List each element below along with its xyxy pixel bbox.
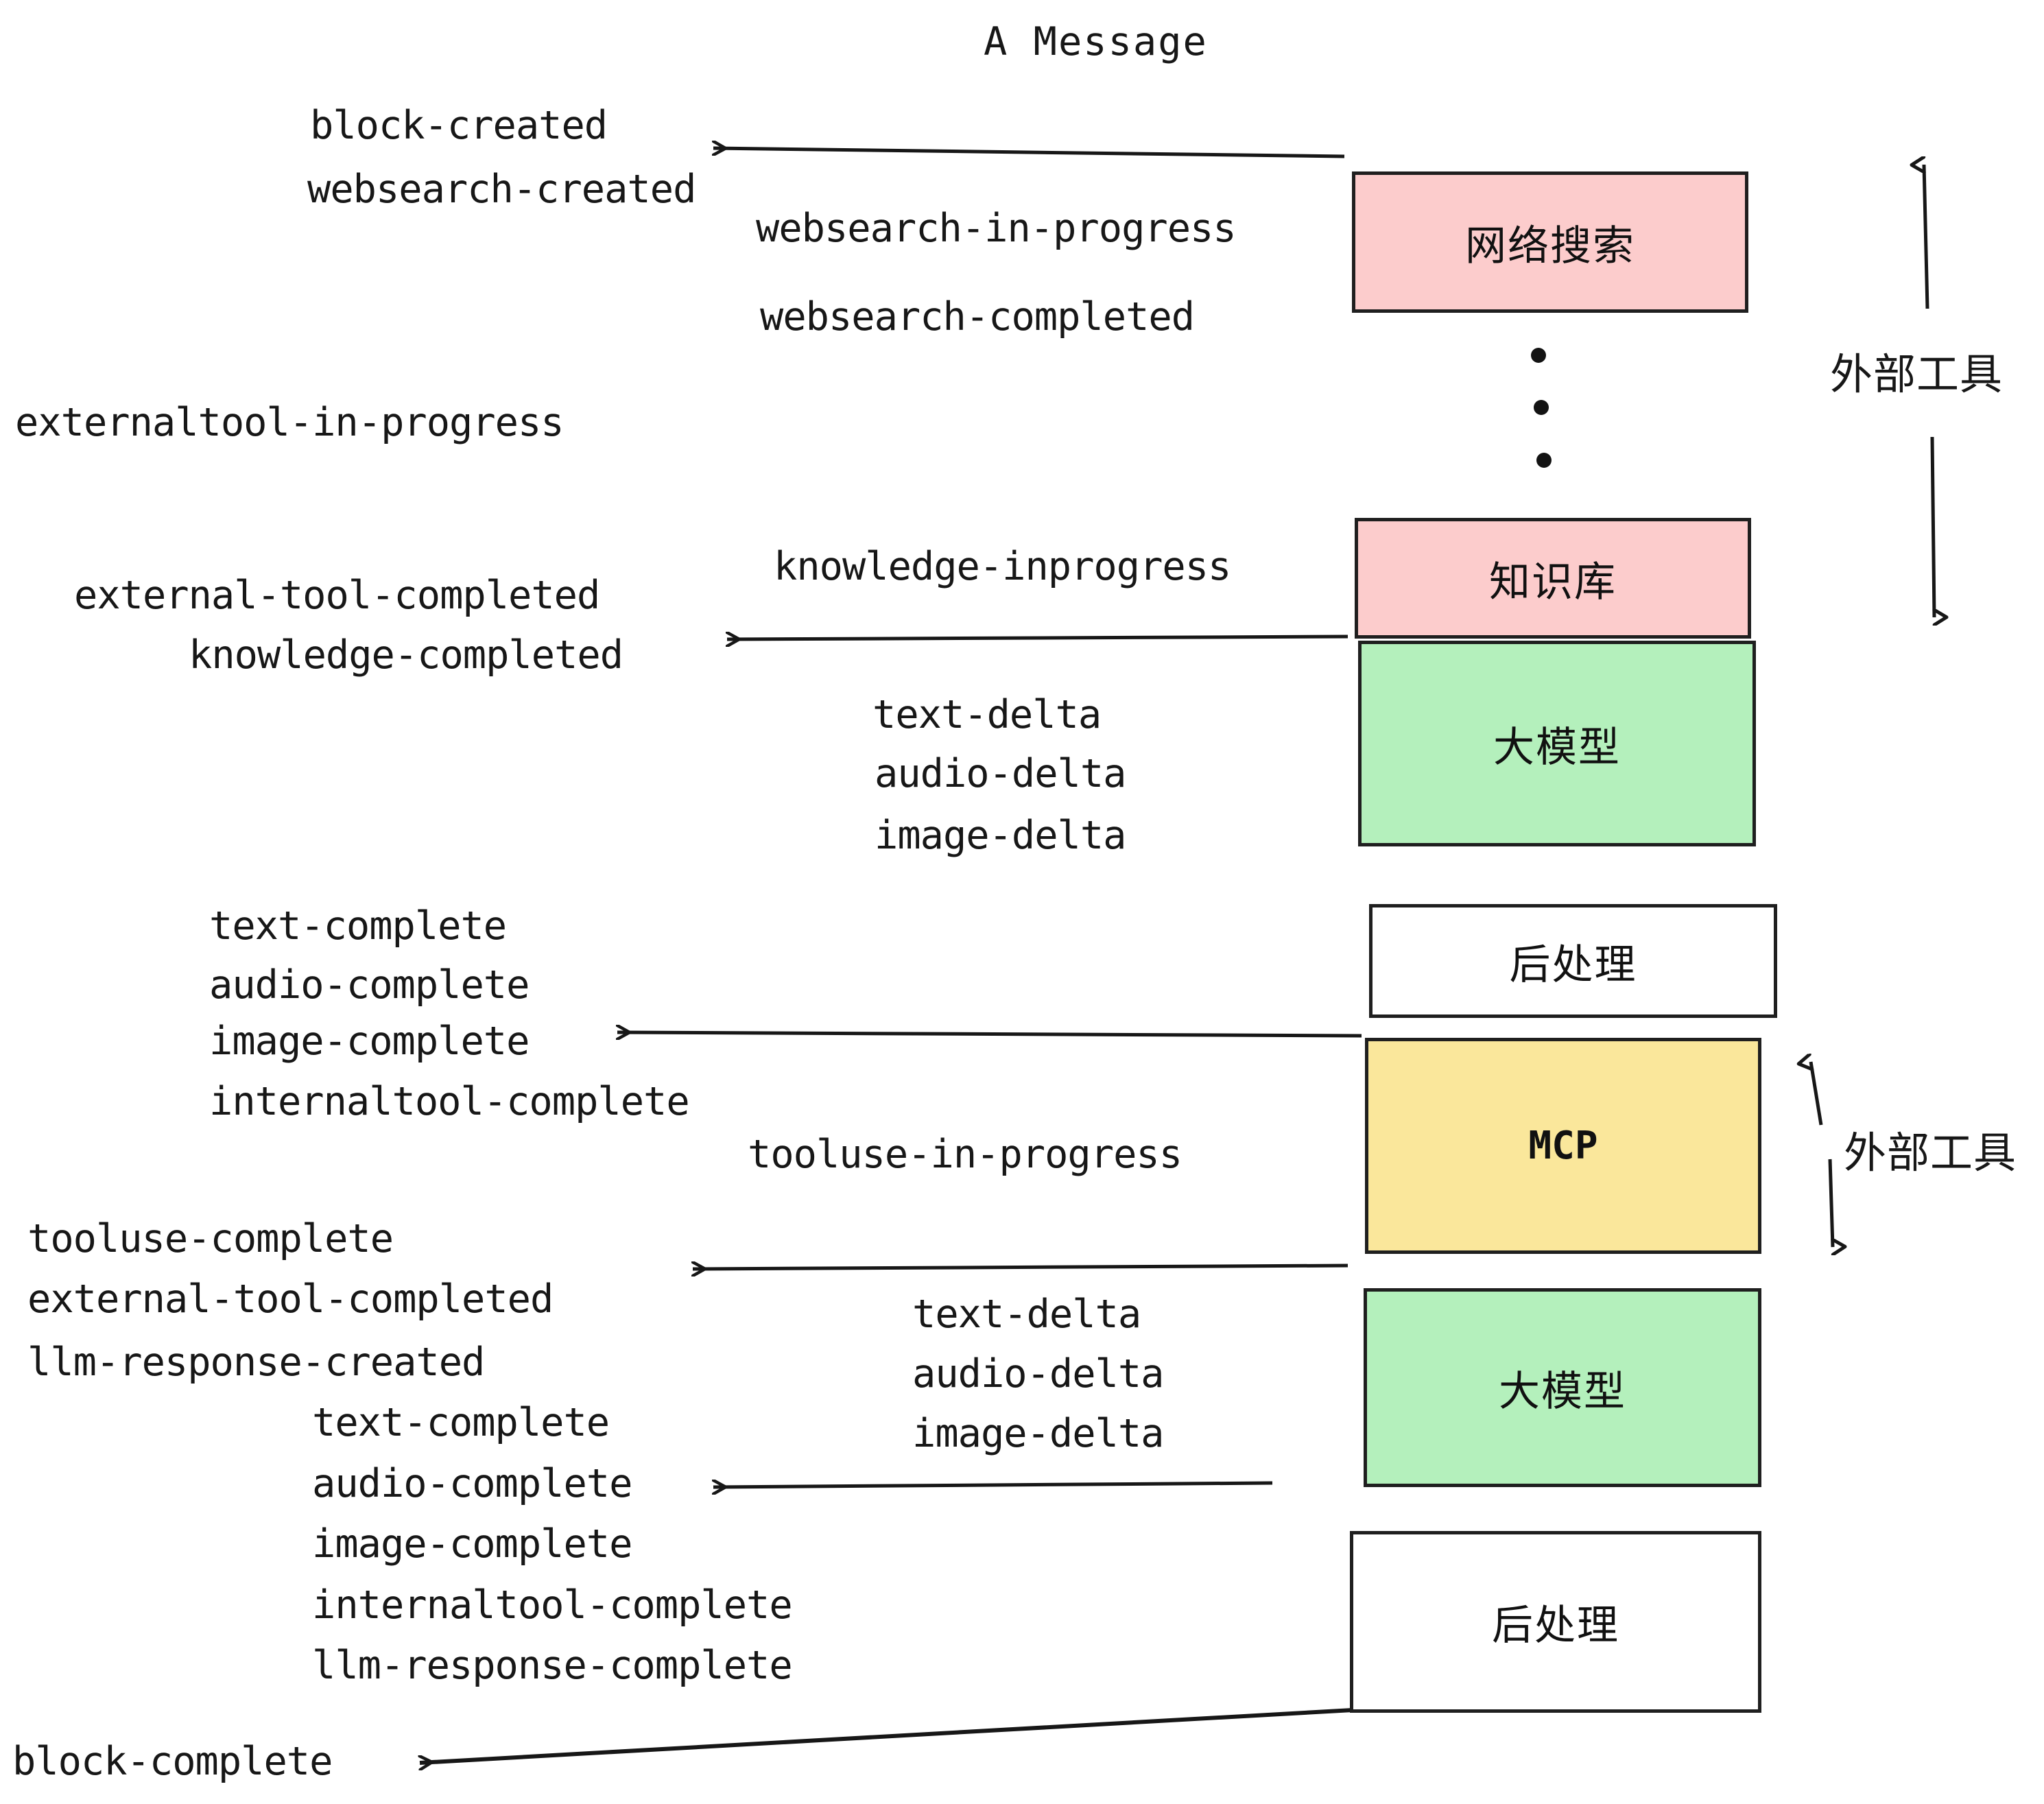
- component-box-llm-2[interactable]: 大模型: [1364, 1288, 1761, 1487]
- component-box-label: 大模型: [1493, 723, 1621, 772]
- external-tools-top-up-arrow: [1924, 165, 1929, 309]
- event-audio-delta-2: audio-delta: [912, 1351, 1164, 1397]
- arrow-mcp-to-tooluse-complete: [693, 1266, 1348, 1269]
- arrow-knowledge-to-completed: [727, 637, 1348, 639]
- diagram-title: A Message: [984, 19, 1208, 64]
- event-knowledge-inprogress: knowledge-inprogress: [774, 544, 1231, 589]
- event-audio-delta-1: audio-delta: [875, 751, 1126, 796]
- event-tooluse-complete: tooluse-complete: [27, 1216, 394, 1261]
- component-box-label: 大模型: [1499, 1367, 1626, 1416]
- event-externaltool-in-progress: externaltool-in-progress: [15, 400, 565, 445]
- event-text-delta-2: text-delta: [912, 1292, 1141, 1337]
- external-tools-bottom-up-arrow: [1811, 1062, 1823, 1126]
- component-box-postproc-2[interactable]: 后处理: [1350, 1531, 1761, 1713]
- event-audio-complete-2: audio-complete: [312, 1461, 632, 1506]
- event-llm-response-complete: llm-response-complete: [312, 1643, 793, 1688]
- event-image-delta-2: image-delta: [912, 1411, 1164, 1456]
- event-image-complete-2: image-complete: [312, 1521, 632, 1567]
- event-websearch-in-progress: websearch-in-progress: [756, 206, 1237, 251]
- component-box-knowledge[interactable]: 知识库: [1355, 518, 1751, 639]
- external-tools-top-down-arrow: [1930, 436, 1934, 617]
- event-external-tool-completed-1: external-tool-completed: [74, 573, 600, 618]
- event-text-delta-1: text-delta: [872, 692, 1102, 737]
- event-external-tool-completed-2: external-tool-completed: [27, 1277, 554, 1322]
- arrow-postproc2-to-block-complete: [420, 1708, 1353, 1763]
- event-tooluse-in-progress: tooluse-in-progress: [748, 1132, 1183, 1177]
- component-box-label: 后处理: [1509, 940, 1637, 989]
- ellipsis-dot: [1531, 348, 1546, 363]
- event-llm-response-created: llm-response-created: [27, 1340, 485, 1385]
- event-block-created: block-created: [310, 103, 608, 148]
- arrow-postproc1-to-image-complete: [617, 1032, 1362, 1036]
- event-text-complete-2: text-complete: [312, 1400, 610, 1445]
- event-audio-complete-1: audio-complete: [209, 962, 530, 1008]
- external-tools-bottom-down-arrow: [1828, 1159, 1833, 1247]
- ellipsis-dot: [1536, 453, 1552, 468]
- event-internaltool-complete-1: internaltool-complete: [209, 1079, 690, 1124]
- component-box-websearch[interactable]: 网络搜索: [1352, 171, 1748, 313]
- component-box-label: 知识库: [1489, 558, 1617, 606]
- event-websearch-created: websearch-created: [307, 167, 696, 212]
- ellipsis-dot: [1534, 400, 1549, 415]
- component-box-mcp[interactable]: MCP: [1365, 1038, 1761, 1254]
- component-box-label: 网络搜索: [1465, 222, 1635, 270]
- event-block-complete: block-complete: [12, 1739, 333, 1784]
- arrow-llm2-to-audio-complete: [713, 1483, 1273, 1487]
- component-box-postproc-1[interactable]: 后处理: [1369, 904, 1777, 1018]
- event-image-complete-1: image-complete: [209, 1019, 530, 1064]
- event-text-complete-1: text-complete: [209, 903, 507, 949]
- event-websearch-completed: websearch-completed: [760, 294, 1195, 340]
- event-internaltool-complete-2: internaltool-complete: [312, 1582, 793, 1628]
- arrow-websearch-to-created: [713, 148, 1345, 158]
- event-image-delta-1: image-delta: [875, 813, 1126, 858]
- component-box-llm-1[interactable]: 大模型: [1358, 641, 1756, 846]
- component-box-label: 后处理: [1492, 1602, 1619, 1650]
- component-box-label: MCP: [1528, 1124, 1598, 1168]
- external-tools-top-label: 外部工具: [1830, 349, 2004, 399]
- external-tools-bottom-label: 外部工具: [1844, 1128, 2017, 1178]
- event-knowledge-completed: knowledge-completed: [189, 632, 623, 678]
